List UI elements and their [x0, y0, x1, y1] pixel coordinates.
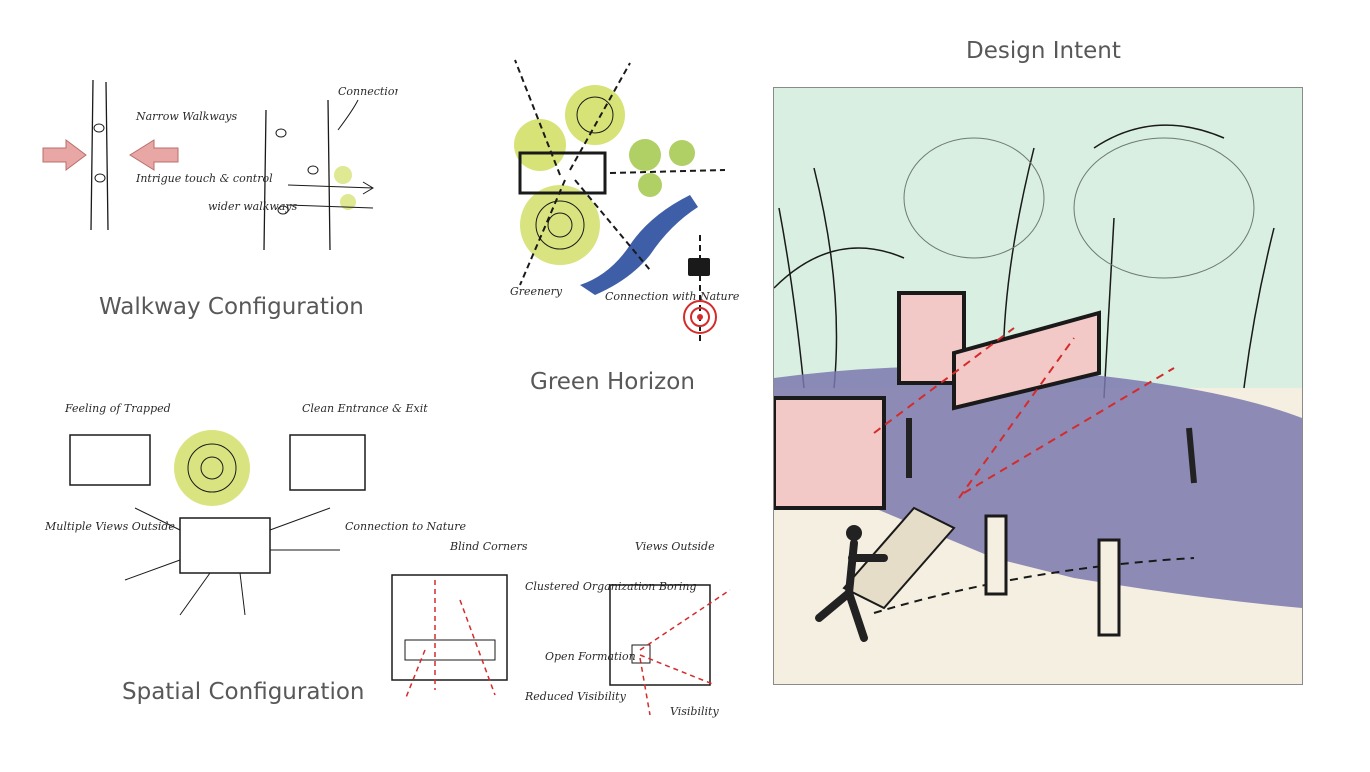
design-intent-caption: Design Intent — [966, 38, 1121, 64]
wider-walkways-note: wider walkways — [208, 200, 298, 213]
views-outside-note: Views Outside — [635, 540, 715, 553]
connection-outside-note: Connection outside — [338, 85, 398, 98]
building-volumes — [774, 291, 1101, 510]
narrow-walkways-note: Narrow Walkways — [135, 110, 238, 123]
pink-arrow-right — [129, 139, 179, 171]
visibility-note: Visibility — [670, 705, 719, 718]
green-horizon-sketch: Greenery Connection with Nature — [470, 45, 740, 355]
pink-arrow-left — [42, 139, 87, 171]
green-horizon-caption: Green Horizon — [530, 369, 695, 395]
blind-corners-note: Blind Corners — [449, 540, 528, 553]
reduced-visibility-note: Reduced Visibility — [524, 690, 627, 703]
human-figure — [815, 539, 888, 642]
feeling-trapped-note: Feeling of Trapped — [64, 402, 171, 415]
intrigue-note: Intrigue touch & control — [135, 172, 273, 185]
connection-to-nature-note: Connection to Nature — [345, 520, 467, 533]
greenery-note: Greenery — [510, 285, 563, 298]
spatial-sketch: Feeling of Trapped Clean Entrance & Exit… — [40, 390, 740, 725]
spatial-configuration-caption: Spatial Configuration — [122, 679, 365, 705]
walkway-sketch: Narrow Walkways Intrigue touch & control… — [38, 70, 398, 270]
open-formation-note: Open Formation — [545, 650, 636, 663]
river — [580, 195, 698, 295]
connection-with-nature-note: Connection with Nature — [605, 290, 740, 303]
design-intent-illustration — [773, 87, 1303, 685]
clean-entrance-note: Clean Entrance & Exit — [302, 402, 428, 415]
multiple-views-note: Multiple Views Outside — [44, 520, 175, 533]
walkway-configuration-caption: Walkway Configuration — [99, 294, 364, 320]
foliage-cluster — [514, 85, 695, 265]
